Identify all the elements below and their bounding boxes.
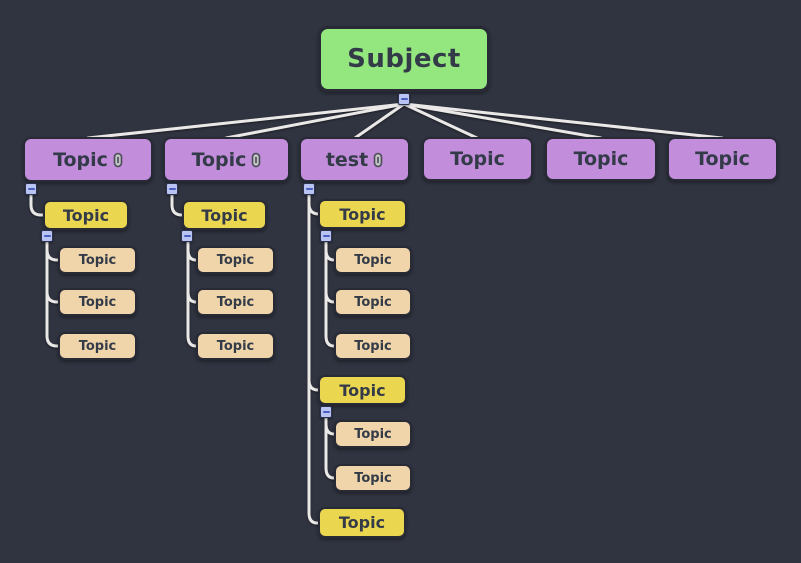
node-subtopic[interactable]: Topic <box>318 375 407 405</box>
node-label: Topic <box>450 148 505 170</box>
collapse-toggle[interactable] <box>166 183 178 195</box>
collapse-toggle[interactable] <box>25 183 37 195</box>
node-label: Topic <box>573 148 629 170</box>
node-label: test <box>325 148 369 171</box>
minus-icon <box>183 235 191 237</box>
node-label: Topic <box>338 513 386 532</box>
collapse-toggle[interactable] <box>181 230 193 242</box>
node-label: Topic <box>354 252 392 268</box>
connector <box>324 240 338 348</box>
minus-icon <box>322 411 330 413</box>
connector <box>353 102 406 140</box>
paperclip-icon <box>113 152 123 168</box>
node-label: Topic <box>354 294 392 310</box>
collapse-toggle-root[interactable] <box>398 93 410 105</box>
node-main-topic[interactable]: Topic <box>163 137 290 182</box>
minus-icon <box>43 235 51 237</box>
node-leaf-topic[interactable]: Topic <box>58 332 137 360</box>
connector <box>224 102 406 140</box>
node-label: Subject <box>347 44 461 74</box>
node-label: Topic <box>53 148 108 171</box>
collapse-toggle[interactable] <box>320 406 332 418</box>
connector <box>86 102 406 140</box>
node-label: Topic <box>216 338 255 354</box>
minus-icon <box>305 188 313 190</box>
node-main-topic[interactable]: Topic <box>422 137 533 181</box>
connector <box>45 240 61 348</box>
node-leaf-topic[interactable]: Topic <box>58 246 137 274</box>
minus-icon <box>322 235 330 237</box>
node-label: Topic <box>201 205 248 225</box>
collapse-toggle[interactable] <box>41 230 53 242</box>
minus-icon <box>27 188 35 190</box>
connector <box>324 416 338 480</box>
node-leaf-topic[interactable]: Topic <box>334 288 412 316</box>
paperclip-icon <box>373 152 383 168</box>
connector <box>307 192 321 525</box>
node-leaf-topic[interactable]: Topic <box>334 246 412 274</box>
node-label: Topic <box>78 338 117 354</box>
node-subtopic[interactable]: Topic <box>43 200 129 230</box>
node-label: Topic <box>354 470 392 486</box>
node-main-topic[interactable]: test <box>299 137 410 182</box>
connector <box>402 102 479 140</box>
connector <box>402 102 724 140</box>
node-subtopic[interactable]: Topic <box>182 200 267 230</box>
minus-icon <box>400 98 408 100</box>
node-main-topic[interactable]: Topic <box>23 137 153 182</box>
node-subtopic[interactable]: Topic <box>318 507 406 538</box>
node-leaf-topic[interactable]: Topic <box>334 420 412 448</box>
node-label: Topic <box>191 148 247 171</box>
minus-icon <box>168 188 176 190</box>
node-label: Topic <box>354 338 392 354</box>
node-label: Topic <box>339 204 386 224</box>
connector <box>29 192 46 217</box>
node-leaf-topic[interactable]: Topic <box>334 332 412 360</box>
collapse-toggle[interactable] <box>303 183 315 195</box>
connector <box>402 102 603 140</box>
collapse-toggle[interactable] <box>320 230 332 242</box>
node-label: Topic <box>62 205 110 225</box>
node-label: Topic <box>216 294 255 310</box>
node-root[interactable]: Subject <box>318 26 490 92</box>
node-label: Topic <box>339 380 386 400</box>
node-main-topic[interactable]: Topic <box>545 137 657 181</box>
node-subtopic[interactable]: Topic <box>318 199 407 229</box>
node-main-topic[interactable]: Topic <box>667 137 778 181</box>
connector <box>170 192 186 217</box>
node-label: Topic <box>354 426 392 442</box>
node-label: Topic <box>216 252 255 268</box>
node-label: Topic <box>695 148 750 170</box>
node-leaf-topic[interactable]: Topic <box>196 332 275 360</box>
node-leaf-topic[interactable]: Topic <box>58 288 137 316</box>
node-leaf-topic[interactable]: Topic <box>196 246 275 274</box>
node-leaf-topic[interactable]: Topic <box>196 288 275 316</box>
node-label: Topic <box>78 294 117 310</box>
node-label: Topic <box>78 252 117 268</box>
node-leaf-topic[interactable]: Topic <box>334 464 412 492</box>
paperclip-icon <box>251 152 261 168</box>
connector <box>186 240 200 348</box>
